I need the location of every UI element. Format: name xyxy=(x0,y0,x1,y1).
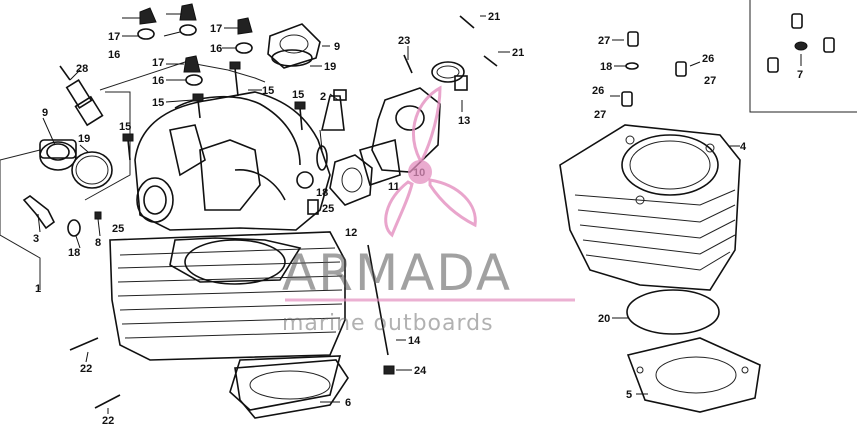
callout-14: 14 xyxy=(408,335,421,347)
o-ring-20 xyxy=(626,289,720,335)
callout-22-b: 22 xyxy=(102,415,114,427)
callout-18-a: 18 xyxy=(68,247,80,259)
callout-1: 1 xyxy=(35,283,41,295)
callout-9-top: 9 xyxy=(334,41,340,53)
head-bolts xyxy=(122,61,306,161)
callout-16-b: 16 xyxy=(152,75,164,87)
callout-16-c: 16 xyxy=(210,43,222,55)
callout-12: 12 xyxy=(345,227,357,239)
base-gasket xyxy=(626,337,761,413)
callout-26-b: 26 xyxy=(592,85,604,97)
callout-15-b: 15 xyxy=(262,85,274,97)
callout-7: 7 xyxy=(797,69,803,81)
head-gasket xyxy=(234,359,349,419)
cylinder-block xyxy=(559,124,741,291)
plug-cap-top xyxy=(267,23,321,69)
callout-22-a: 22 xyxy=(80,363,92,375)
callout-19-b: 19 xyxy=(324,61,336,73)
watermark-brand: ARMADA xyxy=(282,244,512,302)
o-ring-left xyxy=(71,151,113,189)
spark-plug xyxy=(59,65,104,127)
callout-27-a: 27 xyxy=(598,35,610,47)
callout-4: 4 xyxy=(740,141,747,153)
dowel-studs xyxy=(69,337,121,409)
callout-17-b: 17 xyxy=(152,57,164,69)
callout-9-left: 9 xyxy=(42,107,48,119)
callout-15-d: 15 xyxy=(292,89,304,101)
callout-2: 2 xyxy=(320,91,326,103)
callout-11: 11 xyxy=(388,181,400,193)
callout-26-a: 26 xyxy=(702,53,714,65)
callout-28: 28 xyxy=(76,63,88,75)
callout-15-a: 15 xyxy=(152,97,164,109)
callout-17-c: 17 xyxy=(210,23,222,35)
watermark-tagline: marine outboards xyxy=(282,311,494,336)
callout-19-a: 19 xyxy=(78,133,90,145)
callout-17-a: 17 xyxy=(108,31,120,43)
clamp-screws xyxy=(403,15,498,74)
callout-21-a: 21 xyxy=(488,11,500,23)
leader-lines xyxy=(37,13,802,414)
inset-box xyxy=(749,0,857,113)
dowel-pins xyxy=(621,31,687,107)
callout-6: 6 xyxy=(345,397,351,409)
callout-18-c: 18 xyxy=(600,61,612,73)
callout-3: 3 xyxy=(33,233,39,245)
callout-16-a: 16 xyxy=(108,49,120,61)
callout-5: 5 xyxy=(626,389,632,401)
callout-21-b: 21 xyxy=(512,47,524,59)
callout-24: 24 xyxy=(414,365,427,377)
callout-27-b: 27 xyxy=(704,75,716,87)
callout-23: 23 xyxy=(398,35,410,47)
callout-15-c: 15 xyxy=(119,121,131,133)
callout-13: 13 xyxy=(458,115,470,127)
cap-nuts-top xyxy=(137,3,253,86)
plug-cap-left xyxy=(39,139,77,171)
callout-18-b: 18 xyxy=(316,187,328,199)
callout-25-a: 25 xyxy=(112,223,124,235)
callout-27-c: 27 xyxy=(594,109,606,121)
intake-gasket xyxy=(329,154,373,206)
callout-20: 20 xyxy=(598,313,610,325)
armada-watermark: ARMADA marine outboards xyxy=(282,85,575,336)
callout-25-b: 25 xyxy=(322,203,334,215)
hose-clamp xyxy=(431,61,468,91)
water-fitting xyxy=(22,195,102,237)
propeller-logo-icon xyxy=(384,85,477,238)
callout-8: 8 xyxy=(95,237,101,249)
